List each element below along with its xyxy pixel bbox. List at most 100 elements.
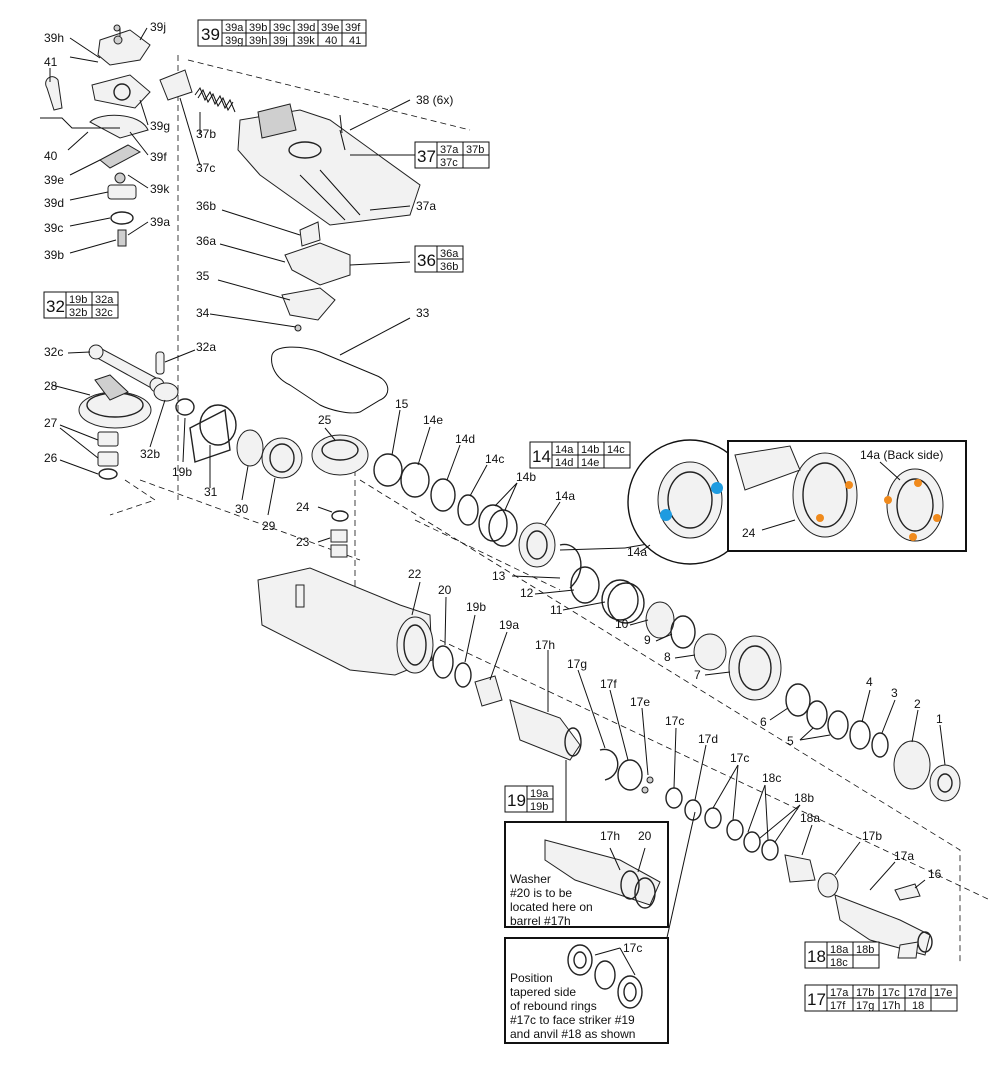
kit-cell: 37c — [440, 157, 458, 169]
part-label: 34 — [196, 306, 210, 320]
part-label: 32a — [196, 340, 216, 354]
part-label: 25 — [318, 413, 332, 427]
kit-cell: 18b — [856, 944, 874, 956]
part-label: 6 — [760, 715, 767, 729]
part-label: 14d — [455, 432, 475, 446]
marker-dot — [711, 482, 723, 494]
part-label: 17c — [730, 751, 749, 765]
kit-box-18: 18 18a 18b 18c — [804, 941, 880, 969]
note-line: of rebound rings — [510, 999, 597, 1013]
part-label: 10 — [615, 617, 629, 631]
detail-box-14a-back — [727, 440, 967, 552]
part-label: 26 — [44, 451, 58, 465]
kit-box-19: 19 19a 19b — [504, 785, 554, 813]
kit-cell: 39j — [273, 35, 288, 47]
kit-cell: 39d — [297, 22, 315, 34]
part-label: 37c — [196, 161, 215, 175]
part-label: 39a — [150, 215, 170, 229]
kit-number: 18 — [807, 947, 826, 966]
part-label: 30 — [235, 502, 249, 516]
kit-cell: 17b — [856, 987, 874, 999]
leader-lines — [49, 27, 946, 961]
part-label: 33 — [416, 306, 430, 320]
part-label: 17e — [630, 695, 650, 709]
part-label: 3 — [891, 686, 898, 700]
part-label: 15 — [395, 397, 409, 411]
part-label: 31 — [204, 485, 218, 499]
kit-box-36: 36 36a 36b — [414, 245, 464, 273]
part-label: 14b — [516, 470, 536, 484]
part-label: 22 — [408, 567, 422, 581]
part-label: 14e — [423, 413, 443, 427]
part-label: 32b — [140, 447, 160, 461]
part-label: 24 — [296, 500, 310, 514]
gear-housing — [257, 567, 434, 676]
part-label: 11 — [550, 603, 563, 617]
kit-cell: 14b — [581, 444, 599, 456]
kit-cell: 14c — [607, 444, 625, 456]
crank-and-gear — [78, 344, 195, 480]
part-label: 5 — [787, 734, 794, 748]
part-label: 37b — [196, 127, 216, 141]
part-label: 24 — [742, 526, 756, 540]
kit-number: 39 — [201, 25, 220, 44]
part-label: 41 — [44, 55, 58, 69]
part-label: 9 — [644, 633, 651, 647]
note-line: barrel #17h — [510, 914, 571, 928]
kit-box-32: 32 19b 32a 32b 32c — [43, 291, 119, 319]
assembly-axis-lines — [109, 55, 991, 965]
note-line: located here on — [510, 900, 593, 914]
part-label: 8 — [664, 650, 671, 664]
kit-cell: 36b — [440, 261, 458, 273]
part-label: 23 — [296, 535, 310, 549]
part-label: 14a (Back side) — [860, 448, 943, 462]
part-label: 18b — [794, 791, 814, 805]
kit-cell: 40 — [325, 35, 337, 47]
kit-cell: 36a — [440, 248, 459, 260]
front-assembly-parts — [559, 543, 961, 802]
part-label: 39g — [150, 119, 170, 133]
part-label: 18a — [800, 811, 820, 825]
part-label: 36a — [196, 234, 216, 248]
kit-cell: 39a — [225, 22, 244, 34]
part-label: 13 — [492, 569, 506, 583]
part-label: 2 — [914, 697, 921, 711]
kit-cell: 17c — [882, 987, 900, 999]
top-spring-and-sleeve — [159, 69, 236, 113]
note-line: #17c to face striker #19 — [510, 1013, 635, 1027]
part-label: 39k — [150, 182, 170, 196]
kit-cell: 39k — [297, 35, 315, 47]
note-line: Position — [510, 971, 553, 985]
part-label: 38 (6x) — [416, 93, 453, 107]
kit-number: 17 — [807, 990, 826, 1009]
part-label: 36b — [196, 199, 216, 213]
part-label: 39h — [44, 31, 64, 45]
part-label: 14a — [627, 545, 647, 559]
part-label: 20 — [438, 583, 452, 597]
kit-cell: 39f — [345, 22, 361, 34]
part-label: 14a — [555, 489, 575, 503]
kit-cell: 18 — [912, 1000, 924, 1012]
kit-cell: 39e — [321, 22, 339, 34]
detail-circle-14a — [627, 439, 753, 565]
kit-number: 14 — [532, 447, 551, 466]
part-label: 17a — [894, 849, 914, 863]
note-label: 17c — [623, 941, 642, 955]
kit-number: 32 — [46, 297, 65, 316]
housing-cover — [237, 103, 421, 226]
part-label: 32c — [44, 345, 63, 359]
bearing-group — [189, 404, 369, 558]
part-label: 39c — [44, 221, 63, 235]
kit-cell: 19b — [530, 801, 548, 813]
kit-cell: 37b — [466, 144, 484, 156]
part-label: 28 — [44, 379, 58, 393]
kit-cell: 39h — [249, 35, 267, 47]
kit-cell: 14d — [555, 457, 573, 469]
kit-box-17: 17 17a 17b 17c 17d 17e 17f 17g 17h 18 — [804, 984, 958, 1012]
part-label: 39f — [150, 150, 167, 164]
part-labels: 39j 39h 41 39g 39f 40 39e 39k 39d 39c 39… — [44, 20, 943, 881]
part-label: 37a — [416, 199, 436, 213]
part-label: 39b — [44, 248, 64, 262]
kit-cell: 17e — [934, 987, 952, 999]
